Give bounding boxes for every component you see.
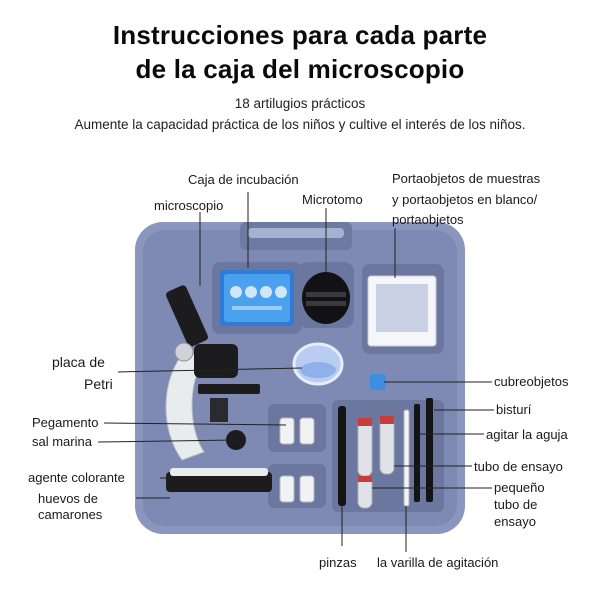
label-slides-1: Portaobjetos de muestras (392, 171, 541, 186)
label-small-tube-1: pequeño (494, 480, 545, 495)
label-petri-2: Petri (84, 376, 113, 392)
title-line-2: de la caja del microscopio (135, 54, 465, 84)
tools-image (338, 398, 433, 509)
label-stir-rod: la varilla de agitación (377, 555, 499, 570)
slides-box-image (367, 275, 437, 347)
label-small-tube-3: ensayo (494, 514, 536, 529)
label-microscope: microscopio (154, 198, 224, 213)
label-test-tube: tubo de ensayo (474, 459, 563, 474)
label-slides-2: y portaobjetos en blanco/ (392, 192, 538, 207)
label-incubation-box: Caja de incubación (188, 172, 299, 187)
petri-dish-image (292, 342, 344, 386)
label-slides-3: portaobjetos (392, 212, 464, 227)
label-shrimp-eggs-1: huevos de (38, 491, 98, 506)
label-microtome: Microtomo (302, 192, 363, 207)
label-petri-1: placa de (52, 354, 105, 370)
subtitle-line-2: Aumente la capacidad práctica de los niñ… (74, 117, 526, 132)
label-needle: agitar la aguja (486, 427, 568, 442)
label-coverslips: cubreobjetos (494, 374, 569, 389)
label-tweezers: pinzas (319, 555, 357, 570)
label-dye: agente colorante (28, 470, 125, 485)
title-line-1: Instrucciones para cada parte (112, 20, 488, 50)
subtitle-line-1: 18 artilugios prácticos (234, 96, 366, 111)
label-glue: Pegamento (32, 415, 99, 430)
label-sea-salt: sal marina (32, 434, 92, 449)
coverslips-image (370, 374, 386, 390)
leader-lines (97, 192, 494, 552)
microtome-image (302, 272, 350, 324)
label-scalpel: bisturí (496, 402, 532, 417)
label-small-tube-2: tubo de (494, 497, 538, 512)
incubation-box-image (220, 270, 294, 326)
label-shrimp-eggs-2: camarones (38, 507, 103, 522)
